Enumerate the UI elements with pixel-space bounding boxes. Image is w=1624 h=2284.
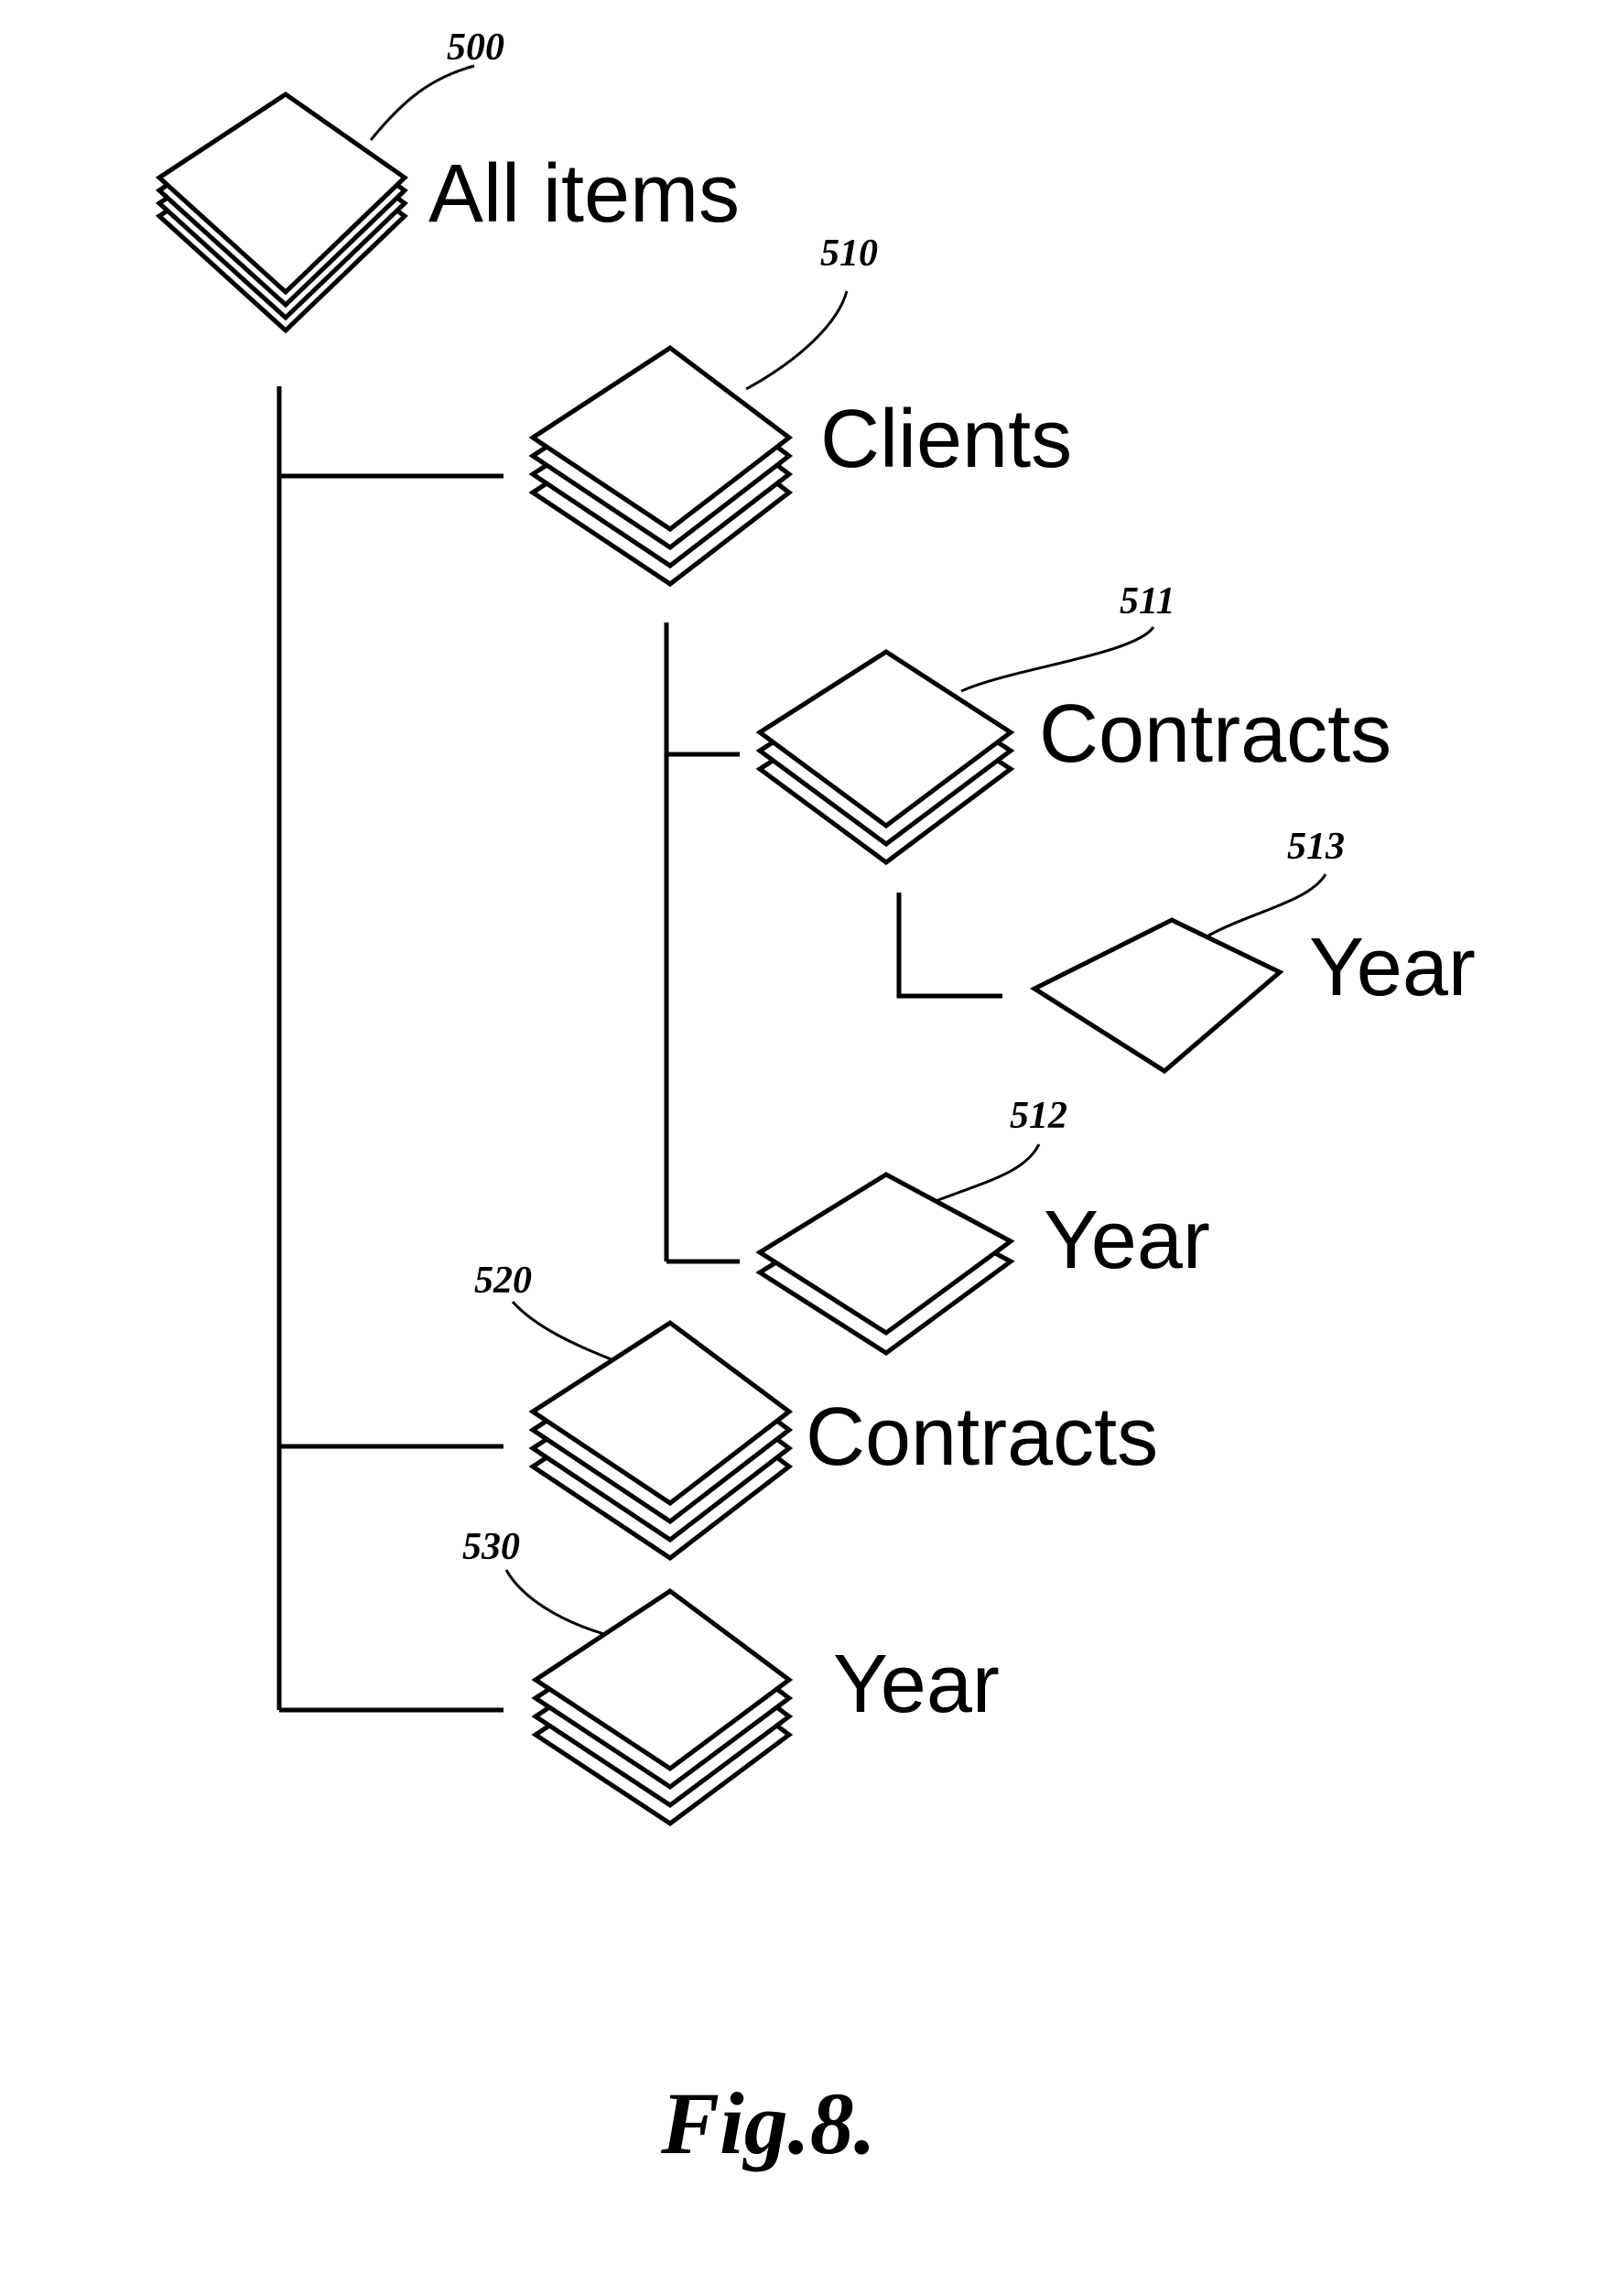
node-label: Year (1309, 922, 1476, 1013)
ref-number-500: 500 (447, 27, 504, 69)
node-label: Year (833, 1639, 1000, 1730)
stacked-sheets-icon (533, 348, 789, 584)
ref-number-511: 511 (1120, 580, 1175, 622)
node-label: Clients (820, 394, 1072, 485)
node-year-under-contracts[interactable]: 513 Year (1034, 826, 1476, 1071)
node-label: Contracts (806, 1391, 1158, 1483)
node-contracts-under-clients[interactable]: 511 Contracts (760, 580, 1391, 862)
node-clients[interactable]: 510 Clients (533, 233, 1072, 584)
node-label: Contracts (1039, 688, 1391, 780)
stacked-sheets-icon (760, 652, 1011, 862)
ref-number-513: 513 (1287, 826, 1345, 868)
ref-leader-520 (513, 1302, 612, 1359)
ref-leader-530 (506, 1570, 604, 1634)
figure-caption: Fig.8. (660, 2074, 876, 2172)
node-all-items[interactable]: 500 All items (159, 27, 740, 330)
ref-leader-511 (961, 627, 1153, 691)
ref-number-512: 512 (1010, 1095, 1067, 1137)
node-year-under-clients[interactable]: 512 Year (760, 1095, 1210, 1353)
stacked-sheets-icon (159, 94, 405, 330)
ref-number-530: 530 (462, 1526, 520, 1568)
node-label: Year (1044, 1195, 1210, 1286)
ref-number-520: 520 (474, 1260, 532, 1302)
single-sheet-icon (1034, 920, 1280, 1071)
stacked-sheets-icon (536, 1591, 789, 1824)
ref-leader-500 (371, 66, 474, 140)
stacked-sheets-icon (533, 1323, 789, 1558)
node-label: All items (428, 148, 740, 240)
ref-number-510: 510 (820, 233, 878, 275)
ref-leader-512 (936, 1144, 1039, 1201)
ref-leader-513 (1208, 874, 1326, 936)
node-year[interactable]: 530 Year (462, 1526, 1000, 1824)
stacked-sheets-icon (760, 1174, 1011, 1353)
ref-leader-510 (746, 291, 847, 389)
